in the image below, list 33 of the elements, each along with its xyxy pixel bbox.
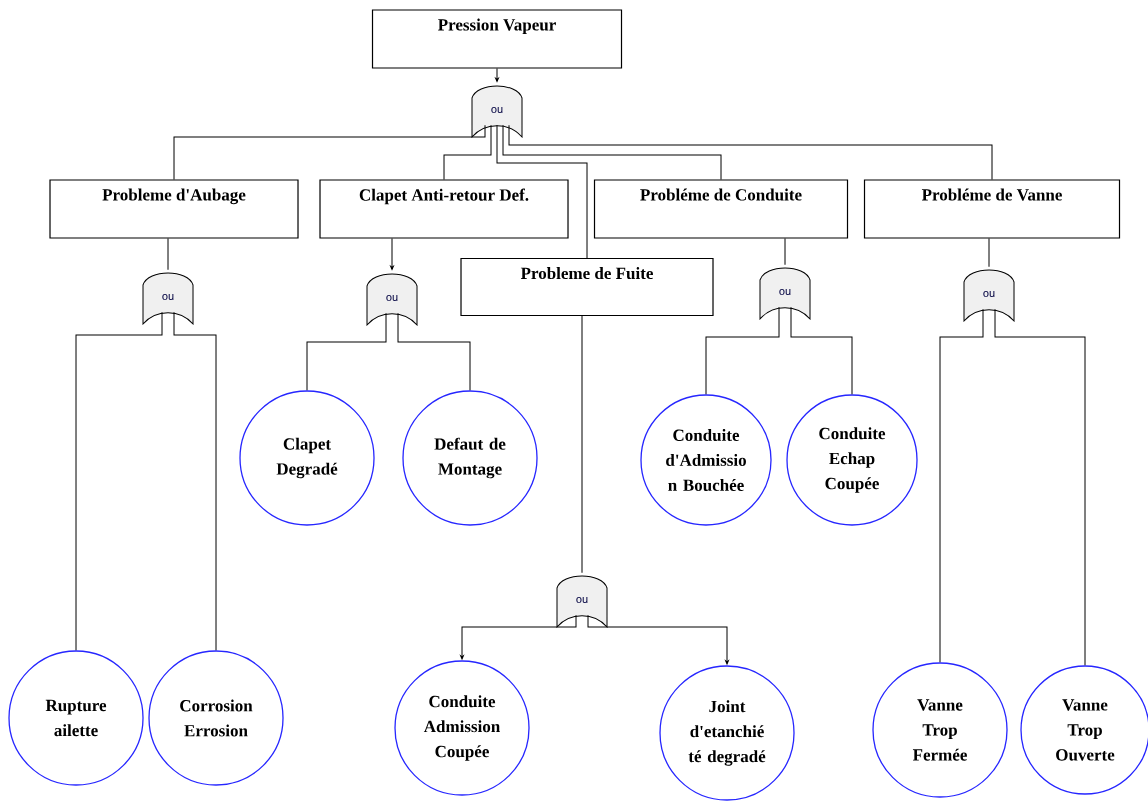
connector-line — [784, 238, 786, 266]
event-box: Pression Vapeur — [371, 9, 623, 69]
or-gate: ou — [142, 272, 194, 325]
connector-line — [496, 124, 588, 259]
connector-line — [495, 68, 499, 82]
connector-line — [75, 311, 163, 651]
event-box: Clapet Anti-retour Def. — [319, 179, 569, 239]
or-gate: ou — [963, 269, 1015, 322]
connector-line — [790, 306, 853, 395]
connector-line — [581, 315, 583, 574]
connector-line — [705, 306, 780, 395]
or-gate: ou — [366, 273, 418, 326]
connector-line — [988, 238, 990, 268]
event-box: Probleme d'Aubage — [49, 179, 299, 239]
or-gate: ou — [471, 85, 523, 138]
connector-line — [443, 124, 492, 180]
connector-line — [397, 312, 471, 391]
or-gate: ou — [759, 267, 811, 320]
connector-line — [994, 308, 1086, 666]
connector-line — [460, 614, 577, 660]
connector-line — [939, 308, 984, 663]
event-box: Probléme de Vanne — [863, 179, 1121, 239]
connector-line — [173, 311, 217, 651]
connector-line — [167, 238, 169, 271]
connector-line — [508, 124, 993, 180]
connector-line — [390, 238, 394, 270]
event-box: Probleme de Fuite — [460, 257, 714, 317]
connector-line — [173, 124, 486, 180]
connector-line — [587, 614, 729, 665]
connector-line — [306, 312, 387, 391]
connector-line — [502, 124, 722, 180]
or-gate: ou — [556, 575, 608, 628]
event-box: Probléme de Conduite — [593, 179, 849, 239]
